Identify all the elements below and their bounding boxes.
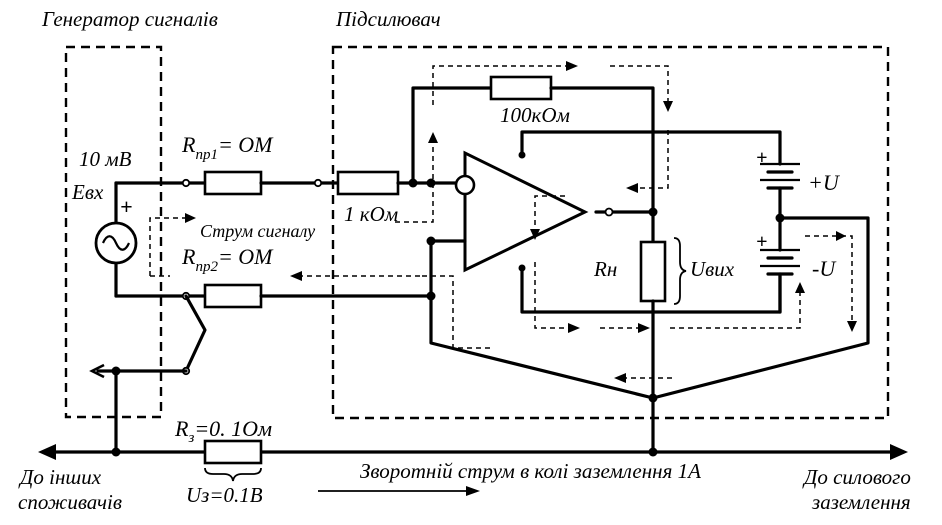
sine-wave-icon <box>101 235 131 251</box>
feedback-resistor-label: 100кОм <box>500 103 570 127</box>
source-name-label: Eвх <box>71 180 104 204</box>
return-current-path-right <box>420 275 490 349</box>
load-resistor <box>639 240 667 303</box>
to-power-label-line1: До силового <box>802 465 911 489</box>
wire-resistance-2 <box>203 283 263 309</box>
negative-rail-arrow-right-2 <box>638 323 650 333</box>
output-current-arrow-left <box>626 183 638 193</box>
load-resistor-label: Rн <box>593 257 617 281</box>
ground-bus-right-arrow <box>890 444 908 460</box>
to-other-label-line2: споживачів <box>18 490 122 514</box>
to-other-label-line1: До інших <box>18 465 102 489</box>
wire-resistance-1 <box>203 170 263 196</box>
feedback-current-arrow-right <box>566 61 578 71</box>
positive-supply-wire <box>520 130 782 166</box>
output-terminal <box>604 207 614 217</box>
junction-plus-input <box>426 236 436 246</box>
signal-current-path-up <box>395 140 434 223</box>
signal-current-path-left <box>149 217 190 276</box>
output-current-path <box>636 130 669 189</box>
amp-internal-arrow-down <box>530 229 540 240</box>
junction-bus-left <box>111 447 121 457</box>
source-plus-sign: + <box>120 194 133 219</box>
amplifier-block <box>331 45 890 420</box>
supply-ground-wire <box>651 216 870 400</box>
supply-minus-label: -U <box>812 256 837 281</box>
inverting-input-bubble <box>454 174 476 196</box>
generator-block <box>64 45 163 419</box>
terminal-1 <box>181 178 191 188</box>
junction-input <box>426 178 436 188</box>
ground-voltage-brace <box>204 467 262 482</box>
generator-ground-link <box>184 294 207 373</box>
terminal-2 <box>313 178 323 188</box>
return-current-arrowhead <box>466 486 480 496</box>
battery-plus-sign: + <box>756 147 767 169</box>
output-voltage-brace <box>673 237 687 305</box>
junction-return <box>426 291 436 301</box>
ground-return-arrow-left <box>614 373 626 383</box>
battery-minus-sign: + <box>756 231 767 253</box>
supply-pin-plus <box>518 151 526 159</box>
feedback-current-path-down <box>610 65 669 104</box>
supply-return-arrow-down <box>847 321 857 332</box>
arrow-left-icon <box>89 363 105 379</box>
supply-return-arrow-right <box>836 231 846 241</box>
feedback-current-path-top <box>432 65 568 105</box>
op-amp-symbol <box>463 150 589 273</box>
amplifier-title: Підсилювач <box>335 7 441 31</box>
battery-current-arrow-up <box>795 282 805 293</box>
amp-internal-path <box>534 195 565 232</box>
feedback-wire-left <box>411 86 493 185</box>
source-voltage-label: 10 мВ <box>79 147 132 171</box>
generator-title: Генератор сигналів <box>41 7 218 31</box>
to-power-label-line2: заземлення <box>811 490 911 514</box>
supply-return-path <box>805 235 853 322</box>
r-wire2-label: Rпр2= ОМ <box>181 244 274 275</box>
input-resistor-label: 1 кОм <box>344 202 398 226</box>
signal-current-label: Струм сигналу <box>200 221 315 241</box>
negative-rail-current-path <box>534 262 570 329</box>
negative-rail-arrow-right <box>568 323 580 333</box>
input-resistor <box>336 170 400 196</box>
r-ground-label: Rз=0. 1Ом <box>174 416 272 446</box>
ground-voltage-label: Uз=0.1В <box>186 483 263 507</box>
signal-current-arrow-up <box>428 132 438 143</box>
signal-current-arrow-right <box>185 213 196 223</box>
return-current-arrow-left <box>290 271 302 281</box>
supply-pin-minus <box>518 264 526 272</box>
output-voltage-label: Uвих <box>690 257 735 281</box>
feedback-current-arrow-down <box>663 101 673 112</box>
ground-resistance <box>203 439 263 465</box>
supply-plus-label: +U <box>808 170 841 195</box>
junction-bus-right <box>648 447 658 457</box>
return-current-label: Зворотній струм в колі заземлення 1А <box>360 459 701 483</box>
feedback-wire-right <box>549 86 655 214</box>
ground-bus-left-arrow <box>38 444 56 460</box>
r-wire1-label: Rпр1= ОМ <box>181 132 274 163</box>
negative-rail-path-up <box>670 292 801 329</box>
feedback-resistor <box>489 75 553 101</box>
